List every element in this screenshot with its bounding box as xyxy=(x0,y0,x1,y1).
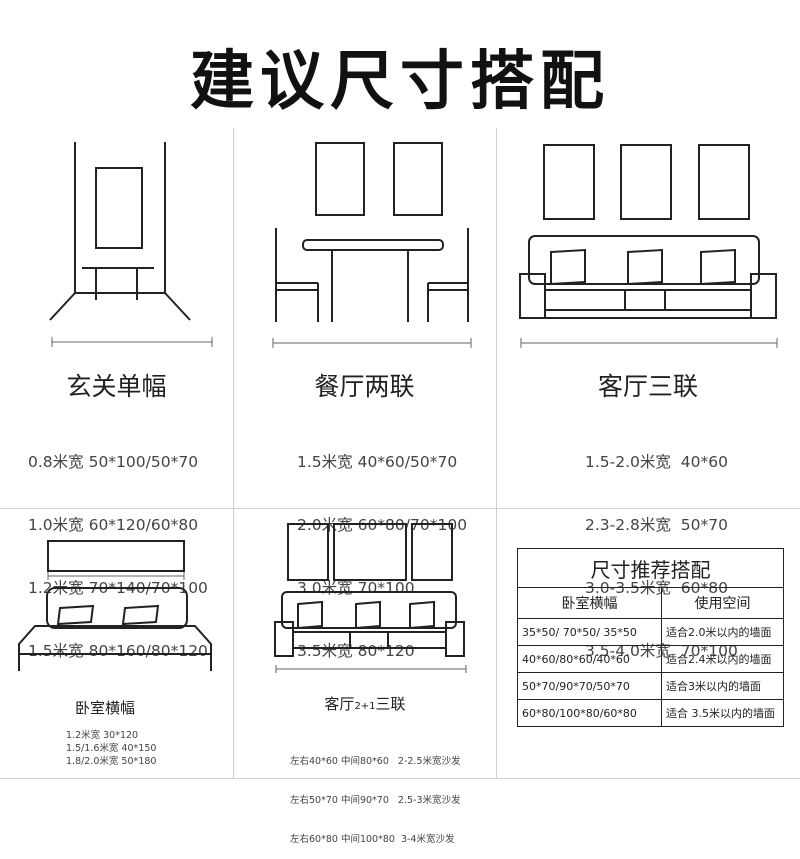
section-title: 卧室横幅 xyxy=(74,699,135,717)
table-cell: 适合3米以内的墙面 xyxy=(661,672,784,700)
section-specs: 1.2米宽 30*120 1.5/1.6米宽 40*150 1.8/2.0米宽 … xyxy=(66,729,156,768)
spec-line: 1.5-2.0米宽 40*60 xyxy=(585,453,728,471)
spec-line: 0.8米宽 50*100/50*70 xyxy=(28,453,199,471)
section-title: 客厅三联 xyxy=(597,372,698,401)
spec-line: 1.0米宽 60*120/60*80 xyxy=(28,516,199,534)
section-title: 客厅2+1三联 xyxy=(290,693,440,714)
living-room-2-plus-1-illustration xyxy=(274,523,465,657)
spec-line: 3.5米宽 80*120 xyxy=(297,642,415,660)
title-sub: 2+1 xyxy=(354,701,376,712)
spec-line: 2.3-2.8米宽 50*70 xyxy=(585,516,728,534)
spec-line: 1.5/1.6米宽 40*150 xyxy=(66,743,157,754)
width-ruler xyxy=(272,338,472,348)
width-ruler xyxy=(520,338,778,348)
table-header: 卧室横幅 xyxy=(517,587,662,619)
section-specs: 0.8米宽 50*100/50*70 1.0米宽 60*120/60*80 1.… xyxy=(28,410,208,683)
recommendation-table: 尺寸推荐搭配 卧室横幅 使用空间 35*50/ 70*50/ 35*50 适合2… xyxy=(517,548,784,727)
spec-line: 1.5米宽 40*60/50*70 xyxy=(297,453,458,471)
table-header: 使用空间 xyxy=(661,587,784,619)
spec-line: 1.8/2.0米宽 50*180 xyxy=(66,756,157,767)
table-cell: 35*50/ 70*50/ 35*50 xyxy=(517,618,662,646)
table-cell: 适合 3.5米以内的墙面 xyxy=(661,699,784,727)
table-title: 尺寸推荐搭配 xyxy=(517,548,784,588)
entrance-illustration xyxy=(49,142,191,321)
title-end: 三联 xyxy=(375,695,406,713)
table-cell: 适合2.4米以内的墙面 xyxy=(661,645,784,673)
spec-line: 1.5米宽 80*160/80*120 xyxy=(28,642,208,660)
table-cell: 60*80/100*80/60*80 xyxy=(517,699,662,727)
divider xyxy=(0,778,800,779)
spec-line: 1.2米宽 30*120 xyxy=(66,730,139,741)
width-ruler xyxy=(47,572,185,580)
bedroom-illustration xyxy=(18,540,212,671)
width-ruler xyxy=(275,665,467,673)
title-main: 客厅 xyxy=(324,695,355,713)
section-title: 玄关单幅 xyxy=(66,372,167,401)
spec-line: 左右40*60 中间80*60 2-2.5米宽沙发 xyxy=(290,756,461,767)
table-cell: 50*70/90*70/50*70 xyxy=(517,672,662,700)
width-ruler xyxy=(51,337,213,347)
divider xyxy=(496,508,497,778)
divider xyxy=(233,508,234,778)
section-title: 餐厅两联 xyxy=(314,372,415,401)
page-title: 建议尺寸搭配 xyxy=(190,45,610,119)
divider xyxy=(233,128,234,508)
living-room-illustration xyxy=(519,144,777,319)
spec-line: 左右50*70 中间90*70 2.5-3米宽沙发 xyxy=(290,795,461,806)
table-cell: 适合2.0米以内的墙面 xyxy=(661,618,784,646)
divider xyxy=(0,508,800,509)
table-cell: 40*60/80*60/40*60 xyxy=(517,645,662,673)
dining-illustration xyxy=(275,142,469,322)
divider xyxy=(496,128,497,508)
